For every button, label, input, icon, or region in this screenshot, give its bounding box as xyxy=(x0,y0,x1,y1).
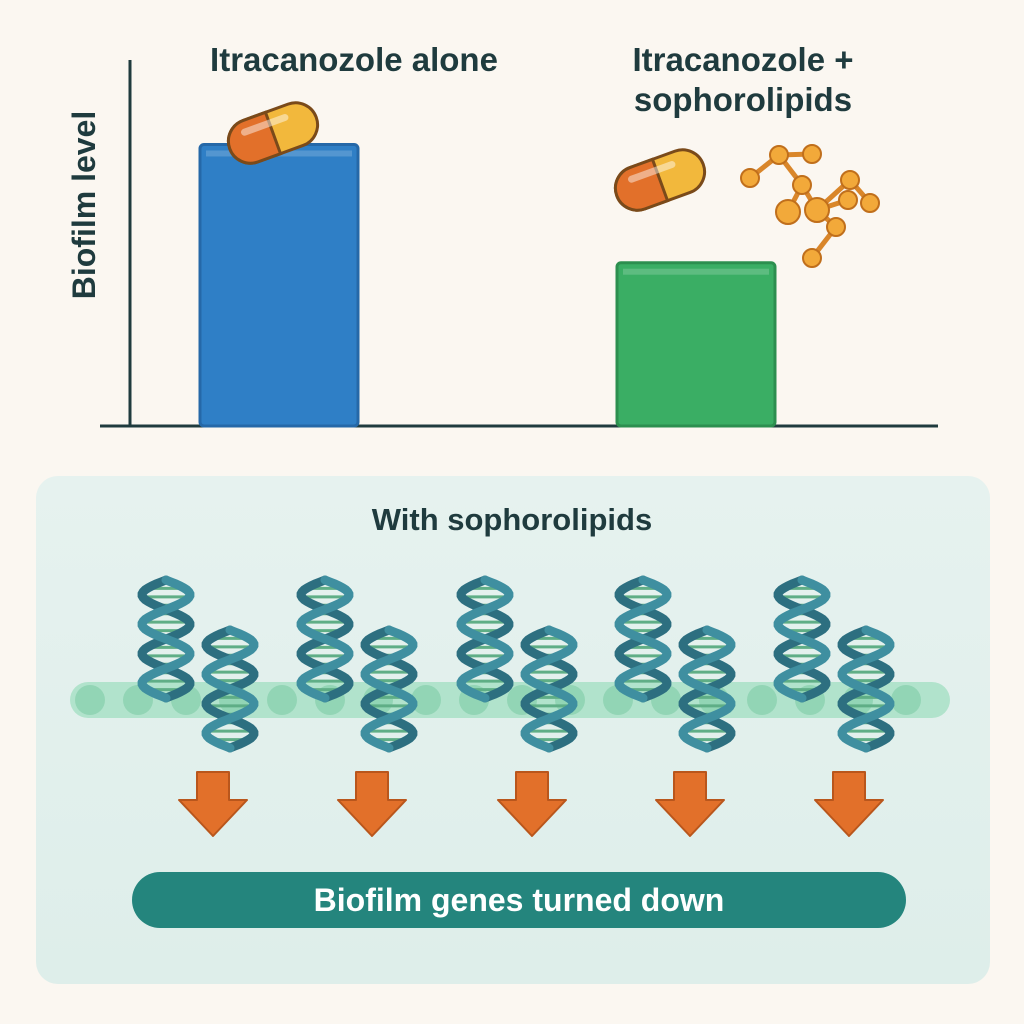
y-axis-label: Biofilm level xyxy=(66,110,102,300)
bar-chart: Biofilm level Itracanozole alone Itracano… xyxy=(0,0,1024,460)
capsule-icon xyxy=(613,148,707,212)
dna-helix xyxy=(520,625,578,753)
chart-canvas xyxy=(100,60,938,428)
category-label-1: Itracanozole alone xyxy=(210,41,498,78)
dna-helix xyxy=(678,625,736,753)
category-label-2: Itracanozole + sophorolipids xyxy=(632,41,854,118)
dna-helix xyxy=(137,575,195,703)
dna-helix xyxy=(456,575,514,703)
dna-helix xyxy=(614,575,672,703)
result-banner: Biofilm genes turned down xyxy=(132,872,906,928)
panel-title: With sophorolipids xyxy=(371,502,653,537)
dna-helix xyxy=(360,625,418,753)
dna-helix xyxy=(773,575,831,703)
down-arrow-icon xyxy=(655,771,725,837)
dna-helix xyxy=(296,575,354,703)
molecule-icon xyxy=(740,144,880,268)
dna-helix xyxy=(201,625,259,753)
banner-text: Biofilm genes turned down xyxy=(313,881,725,918)
bar-highlight-2 xyxy=(623,268,769,275)
down-arrow-icon xyxy=(814,771,884,837)
bar-1 xyxy=(198,142,360,428)
capsule-icon xyxy=(226,101,320,165)
down-arrow-icon xyxy=(178,771,248,837)
dna-helix xyxy=(837,625,895,753)
down-arrow-icon xyxy=(497,771,567,837)
bar-2 xyxy=(615,261,777,428)
gene-illustration xyxy=(70,575,950,837)
down-arrow-icon xyxy=(337,771,407,837)
chart-icons xyxy=(226,101,880,268)
